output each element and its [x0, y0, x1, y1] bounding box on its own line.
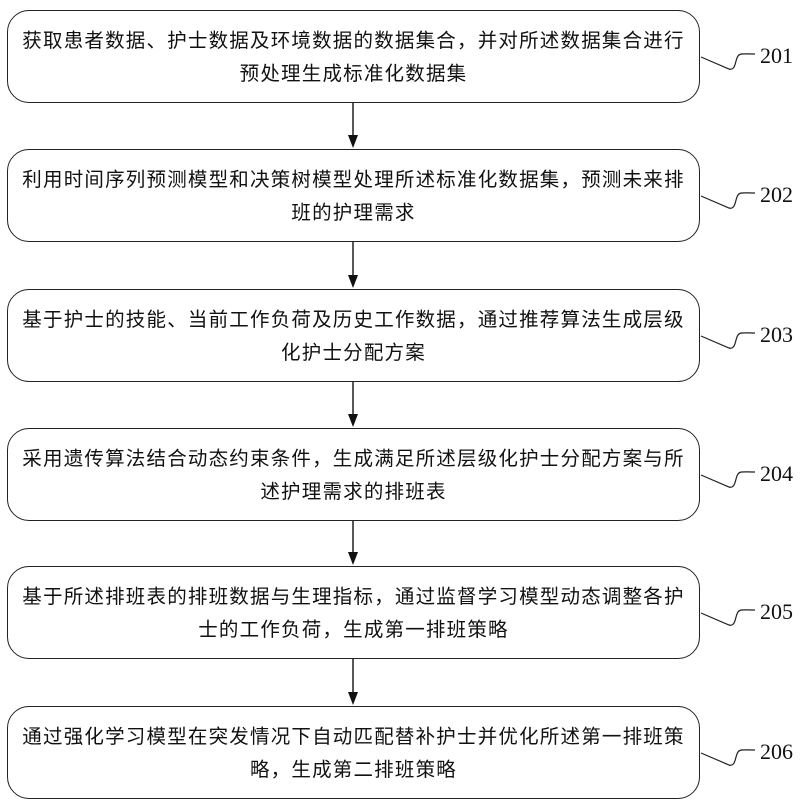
step-text-206: 通过强化学习模型在突发情况下自动匹配替补护士并优化所述第一排班策略，生成第二排班…	[22, 724, 685, 781]
step-box-202: 利用时间序列预测模型和决策树模型处理所述标准化数据集，预测未来排班的护理需求	[7, 149, 700, 242]
arrow-head-201-202	[348, 135, 358, 148]
leader-line-201	[700, 53, 756, 70]
step-text-205: 基于所述排班表的排班数据与生理指标，通过监督学习模型动态调整各护士的工作负荷，生…	[22, 584, 685, 641]
arrow-head-204-205	[348, 552, 358, 565]
step-label-201: 201	[760, 43, 793, 68]
step-text-203: 基于护士的技能、当前工作负荷及历史工作数据，通过推荐算法生成层级化护士分配方案	[22, 307, 685, 364]
step-text-201: 获取患者数据、护士数据及环境数据的数据集合，并对所述数据集合进行预处理生成标准化…	[22, 28, 685, 85]
step-text-202: 利用时间序列预测模型和决策树模型处理所述标准化数据集，预测未来排班的护理需求	[22, 167, 685, 224]
step-text-204: 采用遗传算法结合动态约束条件，生成满足所述层级化护士分配方案与所述护理需求的排班…	[22, 446, 685, 503]
arrow-head-203-204	[348, 414, 358, 427]
step-box-201: 获取患者数据、护士数据及环境数据的数据集合，并对所述数据集合进行预处理生成标准化…	[7, 10, 700, 103]
step-label-203: 203	[760, 322, 793, 347]
arrow-head-205-206	[348, 692, 358, 705]
leader-line-204	[700, 471, 756, 488]
leader-line-206	[700, 749, 756, 766]
leader-line-202	[700, 192, 756, 209]
step-box-204: 采用遗传算法结合动态约束条件，生成满足所述层级化护士分配方案与所述护理需求的排班…	[7, 428, 700, 521]
step-label-204: 204	[760, 461, 793, 486]
step-box-203: 基于护士的技能、当前工作负荷及历史工作数据，通过推荐算法生成层级化护士分配方案	[7, 289, 700, 382]
step-label-205: 205	[760, 599, 793, 624]
arrow-head-202-203	[348, 275, 358, 288]
step-label-206: 206	[760, 739, 793, 764]
step-label-202: 202	[760, 182, 793, 207]
step-box-205: 基于所述排班表的排班数据与生理指标，通过监督学习模型动态调整各护士的工作负荷，生…	[7, 566, 700, 659]
step-box-206: 通过强化学习模型在突发情况下自动匹配替补护士并优化所述第一排班策略，生成第二排班…	[7, 706, 700, 799]
leader-line-203	[700, 332, 756, 349]
leader-line-205	[700, 609, 756, 626]
